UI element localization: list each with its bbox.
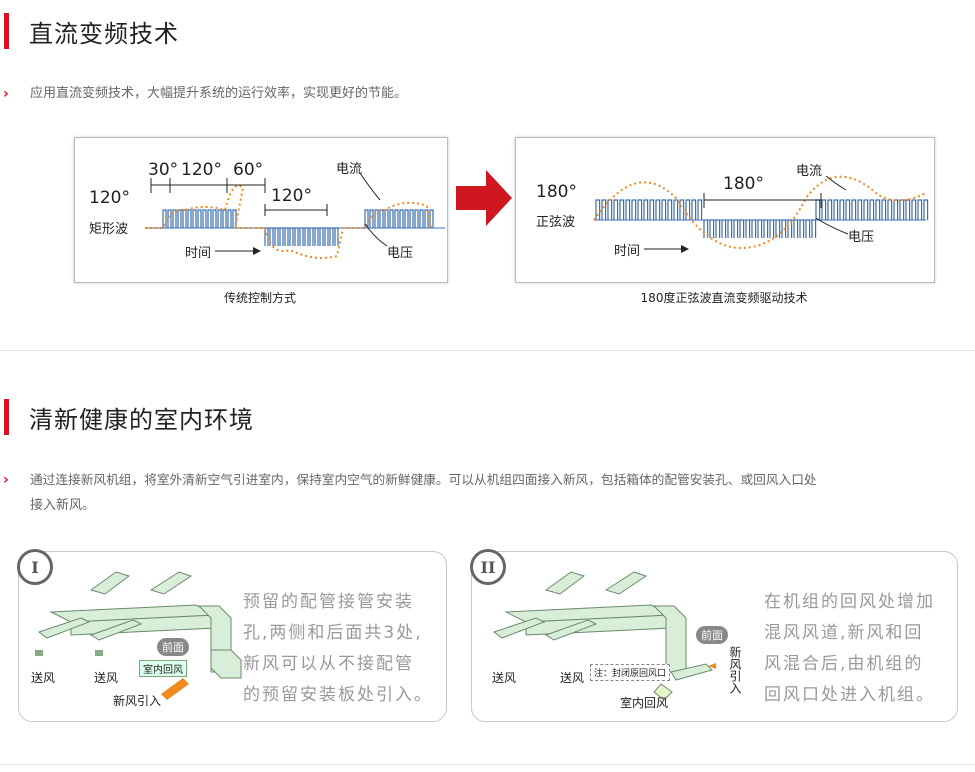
title-accent-bar: [4, 399, 9, 435]
bullet-text-line1: 通过连接新风机组，将室外清新空气引进室内，保持室内空气的新鲜健康。可以从机组四面…: [30, 472, 817, 487]
voltage-label: 电压: [848, 230, 875, 245]
desc-line: 预留的配管接管安装: [243, 592, 414, 612]
return-tag: 室内回风: [139, 660, 187, 677]
seg-60: 60°: [233, 160, 264, 180]
seg-120a: 120°: [181, 160, 222, 180]
wave-name: 矩形波: [89, 222, 129, 237]
front-tag: 前面: [696, 626, 728, 644]
option-description: 预留的配管接管安装 孔,两侧和后面共3处, 新风可以从不接配管 的预留安装板处引…: [243, 587, 439, 711]
desc-line: 的预留安装板处引入。: [243, 685, 433, 705]
desc-line: 在机组的回风处增加: [764, 592, 935, 612]
seg-180: 180°: [723, 174, 764, 194]
angle-label: 120°: [89, 188, 130, 208]
feature-bullet: › 通过连接新风机组，将室外清新空气引进室内，保持室内空气的新鲜健康。可以从机组…: [0, 468, 975, 518]
sine-caption: 180度正弦波直流变频驱动技术: [640, 291, 808, 305]
time-label: 时间: [185, 246, 212, 261]
desc-line: 孔,两侧和后面共3处,: [243, 623, 423, 643]
traditional-control-diagram: 120° 矩形波 30° 120° 60° 120° 电流 电压 时间: [74, 137, 448, 283]
time-label: 时间: [614, 244, 641, 259]
section-title-fresh-air: 清新健康的室内环境: [0, 396, 254, 438]
option-badge: I: [17, 549, 53, 585]
section-title-text: 直流变频技术: [29, 19, 179, 48]
section-divider: [0, 764, 975, 765]
desc-line: 回风口处进入机组。: [764, 685, 935, 705]
fresh-air-option-1: I 前面 室内回风 送风 送风 新风引入 预留的配管接管安装 孔,两侧和后面共3…: [17, 549, 447, 722]
arrow-right-icon: [456, 170, 512, 226]
bullet-text-line2: 接入新风。: [30, 498, 96, 513]
seg-30: 30°: [148, 160, 179, 180]
bullet-text: 应用直流变频技术，大幅提升系统的运行效率，实现更好的节能。: [30, 86, 408, 101]
angle-label: 180°: [536, 182, 577, 202]
chevron-right-icon: ›: [3, 86, 9, 102]
supply-label: 送风: [492, 671, 517, 685]
voltage-label: 电压: [387, 246, 414, 261]
traditional-caption: 传统控制方式: [223, 291, 296, 305]
current-label: 电流: [796, 164, 823, 179]
rectangular-wave-chart: [145, 172, 445, 259]
note-tag: 注：封闭原回风口: [590, 664, 671, 681]
chevron-right-icon: ›: [3, 472, 9, 488]
option-description: 在机组的回风处增加 混风风道,新风和回 风混合后,由机组的 回风口处进入机组。: [764, 587, 954, 711]
desc-line: 风混合后,由机组的: [764, 654, 924, 674]
section-divider: [0, 350, 975, 351]
fresh-air-option-2: II 前面 注：封闭原回风口 送风 送风 室内回风 新风引入 在机组的回风处增加…: [470, 549, 958, 722]
duct-illustration: [492, 571, 716, 701]
front-tag: 前面: [157, 638, 189, 656]
duct-illustration: [35, 571, 242, 700]
desc-line: 新风可以从不接配管: [243, 654, 414, 674]
desc-line: 混风风道,新风和回: [764, 623, 924, 643]
supply-label: 送风: [94, 671, 119, 685]
supply-label: 送风: [31, 671, 56, 685]
fresh-air-label: 新风引入: [113, 694, 162, 708]
section-title-inverter: 直流变频技术: [0, 10, 179, 52]
section-title-text: 清新健康的室内环境: [29, 405, 254, 434]
sine-wave-drive-diagram: 180° 正弦波 180° 电流 电压 时间: [515, 137, 935, 283]
current-label: 电流: [336, 162, 363, 177]
title-accent-bar: [4, 13, 9, 49]
supply-label: 送风: [560, 671, 585, 685]
wave-name: 正弦波: [536, 215, 576, 230]
fresh-air-vertical-label: 新风引入: [728, 646, 742, 694]
option-badge: II: [470, 549, 506, 585]
seg-120b: 120°: [271, 186, 312, 206]
feature-bullet: › 应用直流变频技术，大幅提升系统的运行效率，实现更好的节能。: [0, 82, 975, 106]
indoor-return-label: 室内回风: [620, 696, 669, 710]
sine-wave-chart: [593, 175, 929, 253]
